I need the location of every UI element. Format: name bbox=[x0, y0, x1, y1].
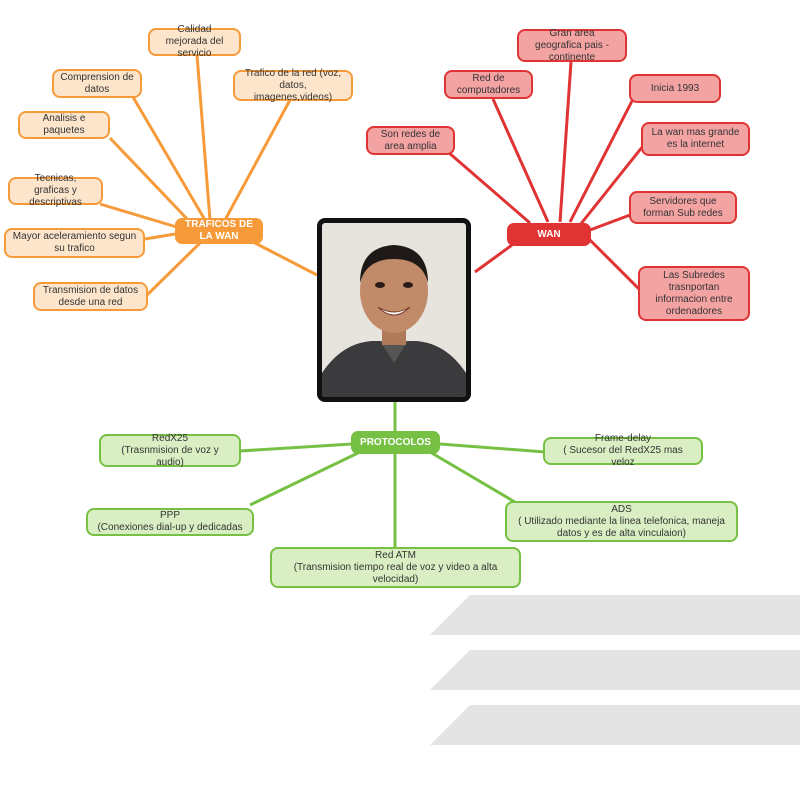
node-ads[interactable]: ADS ( Utilizado mediante la linea telefo… bbox=[505, 501, 738, 542]
node-servidores-sub-redes[interactable]: Servidores que forman Sub redes bbox=[629, 191, 737, 224]
hub-traficos-de-la-wan[interactable]: TRAFICOS DE LA WAN bbox=[175, 218, 263, 244]
node-gran-area-geografica[interactable]: Gran area geografica pais -continente bbox=[517, 28, 627, 63]
node-son-redes-de-area-amplia[interactable]: Son redes de area amplia bbox=[366, 126, 455, 155]
portrait-image bbox=[322, 223, 466, 397]
node-redx25[interactable]: RedX25 (Trasnmision de voz y audio) bbox=[99, 433, 241, 468]
node-tecnicas-graficas[interactable]: Tecnicas, graficas y descriptivas bbox=[8, 173, 103, 208]
hub-protocolos[interactable]: PROTOCOLOS bbox=[351, 431, 440, 454]
node-trafico-de-la-red[interactable]: Trafico de la red (voz, datos, imagenes,… bbox=[233, 68, 353, 103]
node-red-atm[interactable]: Red ATM (Transmision tiempo real de voz … bbox=[270, 547, 521, 588]
node-mayor-aceleramiento[interactable]: Mayor aceleramiento segun su trafico bbox=[4, 228, 145, 258]
node-wan-mas-grande[interactable]: La wan mas grande es la internet bbox=[641, 122, 750, 156]
node-calidad-mejorada[interactable]: Calidad mejorada del servicio bbox=[148, 24, 241, 59]
decorative-shape-1 bbox=[430, 595, 800, 635]
node-red-de-computadores[interactable]: Red de computadores bbox=[444, 70, 533, 99]
node-inicia-1993[interactable]: Inicia 1993 bbox=[629, 74, 721, 103]
node-transmision-de-datos[interactable]: Transmision de datos desde una red bbox=[33, 282, 148, 311]
node-subredes-transportan[interactable]: Las Subredes trasnportan informacion ent… bbox=[638, 266, 750, 321]
node-frame-delay[interactable]: Frame-delay ( Sucesor del RedX25 mas vel… bbox=[543, 433, 703, 468]
central-photo bbox=[317, 218, 471, 402]
node-comprension-de-datos[interactable]: Comprension de datos bbox=[52, 69, 142, 98]
decorative-shape-2 bbox=[430, 650, 800, 690]
decorative-shape-3 bbox=[430, 705, 800, 745]
hub-wan[interactable]: WAN bbox=[507, 223, 591, 246]
node-ppp[interactable]: PPP (Conexiones dial-up y dedicadas bbox=[86, 508, 254, 536]
node-analisis-paquetes[interactable]: Analisis e paquetes bbox=[18, 111, 110, 139]
